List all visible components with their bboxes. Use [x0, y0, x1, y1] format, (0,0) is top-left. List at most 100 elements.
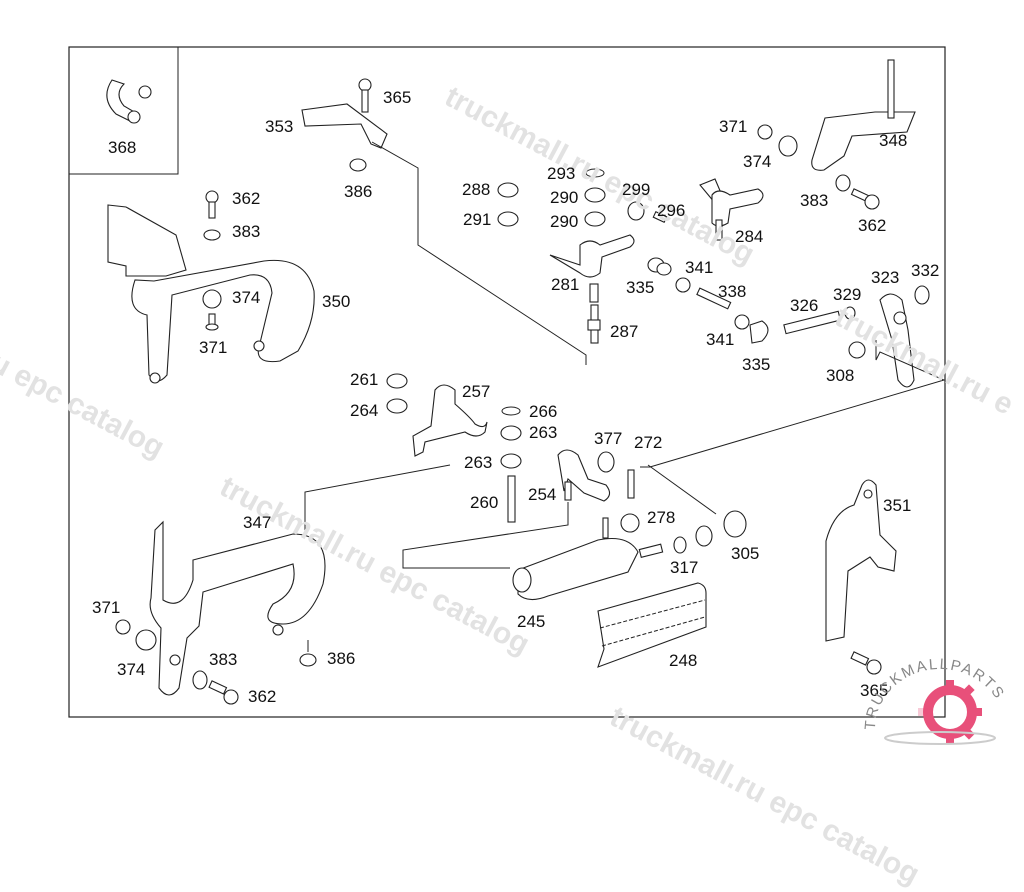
callout-label-287[interactable]: 287	[610, 322, 639, 341]
callout-label-383[interactable]: 383	[800, 191, 829, 210]
part-329-nut	[844, 306, 856, 320]
leader-line	[640, 340, 946, 468]
callout-label-326[interactable]: 326	[790, 296, 819, 315]
callout-label-374[interactable]: 374	[117, 660, 146, 679]
callout-label-261[interactable]: 261	[350, 370, 379, 389]
callout-label-290[interactable]: 290	[550, 212, 579, 231]
part-368-clamp	[106, 79, 152, 124]
part-362-bolt-bl	[208, 680, 239, 705]
part-351-bracket	[825, 479, 897, 642]
part-383-washer-bl	[192, 670, 208, 690]
callout-label-290[interactable]: 290	[550, 188, 579, 207]
callout-label-293[interactable]: 293	[547, 164, 576, 183]
callout-label-374[interactable]: 374	[743, 152, 772, 171]
callout-label-260[interactable]: 260	[470, 493, 499, 512]
part-348-bracket	[811, 59, 916, 171]
part-371-pin-bl	[115, 619, 131, 635]
part-365-bolt	[358, 78, 372, 113]
part-350-bracket	[107, 204, 315, 384]
part-374-bushing-bl	[135, 629, 157, 651]
part-299-bushing	[627, 201, 645, 221]
part-371-pin	[205, 313, 219, 331]
part-288-bushing	[497, 182, 519, 198]
callout-label-305[interactable]: 305	[731, 544, 760, 563]
callout-label-245[interactable]: 245	[517, 612, 546, 631]
callout-label-278[interactable]: 278	[647, 508, 676, 527]
callout-label-266[interactable]: 266	[529, 402, 558, 421]
callout-label-263[interactable]: 263	[529, 423, 558, 442]
callout-label-308[interactable]: 308	[826, 366, 855, 385]
part-341-bushing	[675, 277, 691, 293]
part-293-clip	[585, 168, 605, 178]
part-296-bolt	[652, 211, 668, 223]
callout-label-263[interactable]: 263	[464, 453, 493, 472]
callout-label-317[interactable]: 317	[670, 558, 699, 577]
part-290-bushing	[584, 187, 606, 227]
callout-label-348[interactable]: 348	[879, 131, 908, 150]
callout-label-377[interactable]: 377	[594, 429, 623, 448]
part-264-bushing	[386, 398, 408, 414]
callout-label-383[interactable]: 383	[232, 222, 261, 241]
callout-label-353[interactable]: 353	[265, 117, 294, 136]
part-371-pin-top	[757, 124, 773, 140]
part-341-bushing-2	[734, 314, 750, 330]
callout-label-335[interactable]: 335	[742, 355, 771, 374]
part-278-bushing	[620, 513, 640, 533]
callout-label-374[interactable]: 374	[232, 288, 261, 307]
callout-label-329[interactable]: 329	[833, 285, 862, 304]
part-362-bolt	[205, 190, 219, 219]
part-287-bolt	[587, 304, 601, 344]
part-335-joint-2	[749, 320, 769, 344]
part-257-lever	[412, 384, 488, 457]
callout-label-323[interactable]: 323	[871, 268, 900, 287]
callout-label-284[interactable]: 284	[735, 227, 764, 246]
callout-label-362[interactable]: 362	[858, 216, 887, 235]
part-248-cover	[597, 582, 707, 668]
callout-label-371[interactable]: 371	[199, 338, 228, 357]
callout-label-248[interactable]: 248	[669, 651, 698, 670]
callout-label-291[interactable]: 291	[463, 210, 492, 229]
callout-label-365[interactable]: 365	[383, 88, 412, 107]
callout-label-362[interactable]: 362	[248, 687, 277, 706]
callout-label-365[interactable]: 365	[860, 681, 889, 700]
callout-label-281[interactable]: 281	[551, 275, 580, 294]
part-386-grommet	[349, 158, 367, 172]
callout-label-383[interactable]: 383	[209, 650, 238, 669]
callout-label-264[interactable]: 264	[350, 401, 379, 420]
callout-label-341[interactable]: 341	[685, 258, 714, 277]
callout-label-371[interactable]: 371	[92, 598, 121, 617]
callout-label-338[interactable]: 338	[718, 282, 747, 301]
inset-frame	[69, 47, 179, 175]
callout-label-254[interactable]: 254	[528, 485, 557, 504]
leader-line	[402, 502, 569, 569]
parts-diagram	[68, 46, 946, 718]
part-335-joint	[647, 257, 672, 276]
callout-label-386[interactable]: 386	[327, 649, 356, 668]
callout-label-296[interactable]: 296	[657, 201, 686, 220]
callout-label-332[interactable]: 332	[911, 261, 940, 280]
part-281-lever	[549, 234, 635, 303]
part-305-joint	[695, 510, 747, 547]
callout-label-288[interactable]: 288	[462, 180, 491, 199]
callout-label-362[interactable]: 362	[232, 189, 261, 208]
callout-label-368[interactable]: 368	[108, 138, 137, 157]
callout-label-299[interactable]: 299	[622, 180, 651, 199]
truckmallparts-logo: TRUCKMALLPARTS	[862, 656, 1006, 745]
callout-label-350[interactable]: 350	[322, 292, 351, 311]
part-347-bracket	[149, 520, 326, 696]
callout-label-272[interactable]: 272	[634, 433, 663, 452]
part-266-clip	[501, 406, 521, 416]
callout-label-347[interactable]: 347	[243, 513, 272, 532]
part-374-bushing-top	[778, 135, 798, 157]
part-374-bushing	[202, 289, 222, 309]
callout-label-257[interactable]: 257	[462, 382, 491, 401]
part-263-bushing	[500, 425, 522, 469]
callout-label-386[interactable]: 386	[344, 182, 373, 201]
callout-label-341[interactable]: 341	[706, 330, 735, 349]
callout-label-351[interactable]: 351	[883, 496, 912, 515]
callout-label-371[interactable]: 371	[719, 117, 748, 136]
callout-label-335[interactable]: 335	[626, 278, 655, 297]
leader-line	[304, 464, 451, 542]
part-362-bolt-top	[850, 188, 880, 210]
diagram-frame	[68, 46, 946, 718]
